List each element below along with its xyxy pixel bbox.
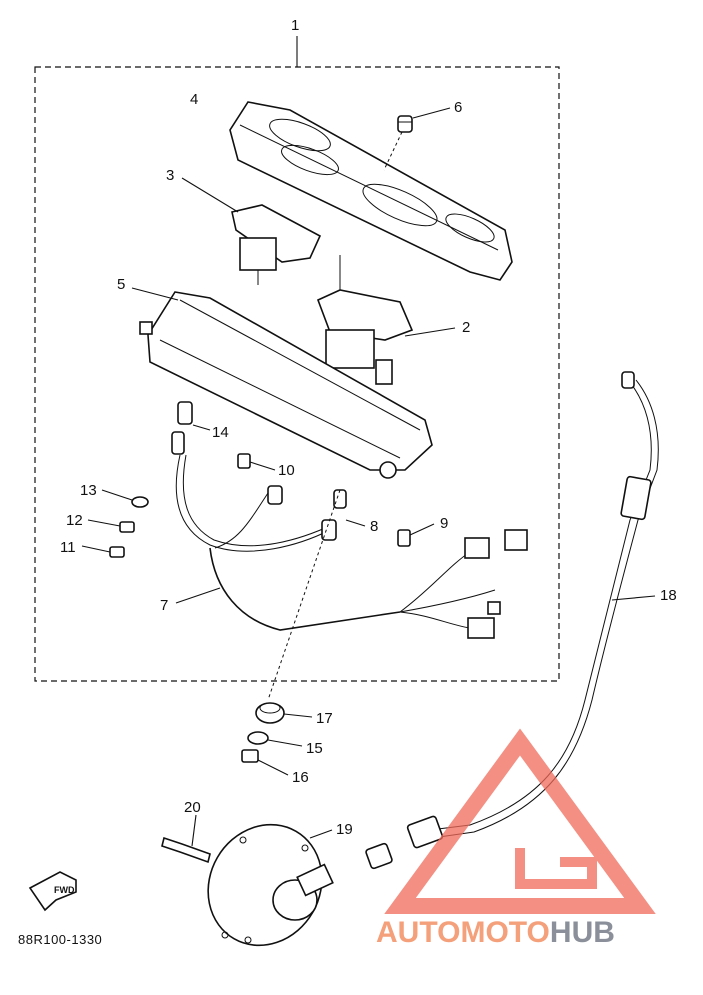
leader-10 [249,461,276,471]
callout-19: 19 [336,821,353,838]
leader-14 [192,424,211,431]
speedometer-gear-unit [207,823,334,947]
leader-13 [101,489,133,501]
callout-12: 12 [66,512,83,529]
callout-9: 9 [440,515,448,532]
collar-11 [109,546,125,558]
drawing-code: 88R100-1330 [18,932,102,947]
leader-18 [611,595,656,601]
leader-2 [404,327,456,337]
callout-15: 15 [306,740,323,757]
callout-14: 14 [212,424,229,441]
watermark-logo-icon [384,728,656,914]
callout-4: 4 [190,91,198,108]
callout-3: 3 [166,167,174,184]
callout-17: 17 [316,710,333,727]
callout-2: 2 [462,319,470,336]
callout-18: 18 [660,587,677,604]
callout-13: 13 [80,482,97,499]
bulb-socket-14 [171,401,193,455]
leader-12 [87,519,121,527]
leader-16 [257,759,289,776]
callout-20: 20 [184,799,201,816]
watermark-triangle [384,728,656,914]
screw-10 [237,453,251,469]
leader-20 [191,814,197,847]
leader-11 [81,545,111,553]
guide-6 [383,131,403,171]
leader-7 [175,587,221,604]
nut-16 [241,749,259,763]
watermark-g-mark [515,848,597,889]
screw-6 [397,115,413,133]
tachometer-unit [231,204,322,285]
screw-9 [397,529,411,547]
callout-7: 7 [160,597,168,614]
leader-3 [181,177,239,213]
speedometer-cable [365,371,659,870]
wire-harness [175,454,528,639]
meter-cover [229,101,513,281]
bolt-20 [161,836,211,864]
washer-15 [247,731,269,745]
callout-1: 1 [291,17,299,34]
callout-10: 10 [278,462,295,479]
leader-15 [267,739,303,747]
watermark-text: AUTOMOTOHUB [376,916,615,949]
washer-12 [119,521,135,533]
leader-5 [131,287,179,301]
leader-6 [412,107,451,119]
leader-8 [345,519,366,527]
leader-9 [409,523,435,536]
leader-19 [309,829,333,839]
meter-case [139,291,433,479]
watermark-part1: AUTOMOTO [376,916,550,949]
guide-grommet [267,489,341,701]
leader-17 [283,713,313,718]
callout-6: 6 [454,99,462,116]
nut-13 [131,496,149,508]
watermark-part2: HUB [550,916,615,949]
fwd-arrow-icon: FWD [28,871,77,912]
fwd-label: FWD [54,885,75,895]
callout-8: 8 [370,518,378,535]
speedometer-unit [316,255,414,385]
callout-11: 11 [60,539,76,556]
callout-16: 16 [292,769,309,786]
callout-5: 5 [117,276,125,293]
grommet-17 [255,702,285,724]
